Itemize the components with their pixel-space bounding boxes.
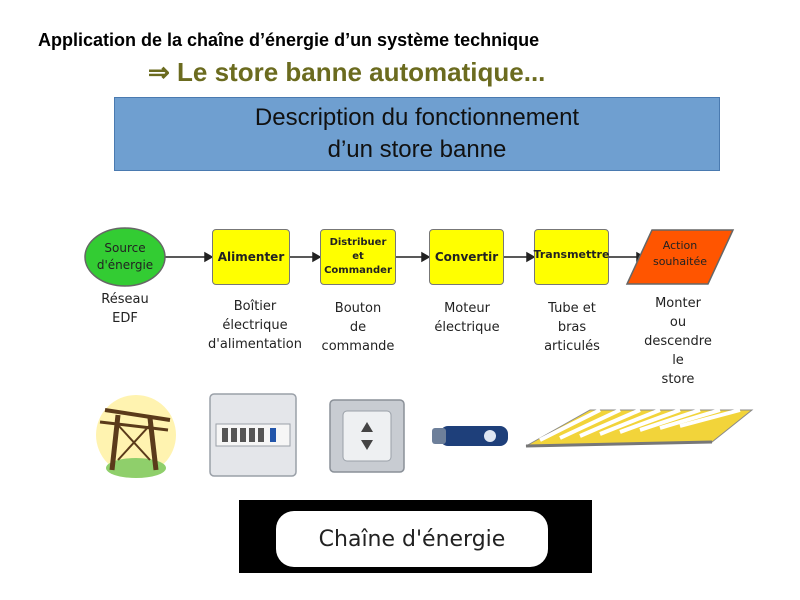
source-ellipse: [84, 227, 166, 287]
step-transmettre-label: Transmettre: [533, 248, 610, 261]
illustrations-row: [96, 393, 754, 478]
arrow-4-head: [526, 251, 536, 263]
arrow-1-head: [204, 251, 214, 263]
caption-action: Monter ou descendre le store: [644, 296, 712, 387]
arrow-2-head: [312, 251, 322, 263]
step-distribuer: Distribuer et Commander: [320, 229, 396, 285]
step-transmettre: Transmettre: [534, 229, 609, 285]
step-convertir: Convertir: [429, 229, 504, 285]
description-banner: Description du fonctionnement d’un store…: [114, 97, 720, 171]
step-alimenter-label: Alimenter: [217, 250, 285, 264]
electric-motor-icon: [432, 426, 508, 446]
header-subtitle: Application de la chaîne d’énergie d’un …: [38, 30, 540, 50]
arrow-3-head: [421, 251, 431, 263]
power-pylon-icon: [96, 395, 176, 478]
caption-alimenter: Boîtier électrique d'alimentation: [208, 299, 302, 352]
page-title: ⇒ Le store banne automatique...: [148, 57, 546, 87]
caption-source: Réseau EDF: [101, 292, 149, 326]
electrical-panel-icon: [209, 393, 297, 477]
action-parallelogram: [625, 229, 735, 285]
source-label: Source d'énergie: [96, 241, 154, 272]
step-distribuer-label: Distribuer et Commander: [324, 237, 392, 276]
energy-chain-diagram: [84, 227, 735, 287]
awning-icon: [525, 408, 754, 448]
footer-label: Chaîne d'énergie: [276, 511, 548, 567]
caption-distribuer: Bouton de commande: [321, 301, 395, 354]
caption-transmettre: Tube et bras articulés: [544, 301, 600, 354]
control-switch-icon: [329, 399, 405, 473]
caption-convertir: Moteur électrique: [434, 301, 500, 335]
step-alimenter: Alimenter: [212, 229, 290, 285]
action-label: Action souhaitée: [652, 239, 708, 268]
banner-line-2: d’un store banne: [327, 136, 507, 163]
banner-line-1: Description du fonctionnement: [254, 104, 580, 131]
step-convertir-label: Convertir: [434, 250, 499, 264]
